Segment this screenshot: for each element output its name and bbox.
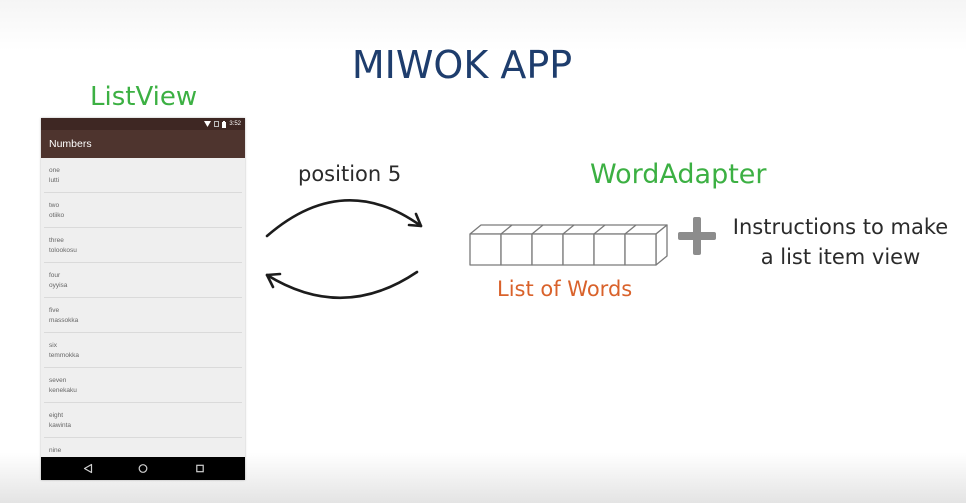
array-cell xyxy=(624,233,657,266)
list-item[interactable]: seven kenekaku xyxy=(44,368,242,403)
listview-label: ListView xyxy=(90,82,198,112)
position-label: position 5 xyxy=(298,162,402,186)
plus-icon xyxy=(678,217,716,255)
adapter-instructions: Instructions to make a list item view xyxy=(728,212,953,272)
list-item[interactable]: two otiiko xyxy=(44,193,242,228)
instructions-line: a list item view xyxy=(760,245,921,269)
list-item[interactable]: three tolookosu xyxy=(44,228,242,263)
array-cell xyxy=(562,233,595,266)
array-label: List of Words xyxy=(497,277,633,301)
arrow-to-adapter xyxy=(265,199,423,238)
array-top-divider xyxy=(531,224,544,235)
array-cell xyxy=(531,233,564,266)
array-cell xyxy=(500,233,533,266)
word-miwok-translation: kenekaku xyxy=(49,387,77,394)
app-bar: Numbers xyxy=(41,130,245,158)
word-list[interactable]: one lutti two otiiko three tolookosu fou… xyxy=(41,158,245,457)
phone-mockup: 3:52 Numbers one lutti two otiiko three … xyxy=(41,118,245,480)
diagram-title: MIWOK APP xyxy=(351,43,573,87)
home-icon[interactable] xyxy=(138,463,148,474)
word-default-translation: three xyxy=(49,237,64,244)
array-side-face xyxy=(655,224,668,266)
arrow-from-adapter xyxy=(265,270,419,300)
word-default-translation: four xyxy=(49,272,61,279)
word-default-translation: two xyxy=(49,202,60,209)
word-default-translation: nine xyxy=(49,447,62,454)
list-item[interactable]: nine xyxy=(44,438,242,457)
word-default-translation: eight xyxy=(49,412,64,419)
word-default-translation: five xyxy=(49,307,60,314)
word-default-translation: six xyxy=(49,342,57,349)
signal-icon xyxy=(214,121,220,127)
word-miwok-translation: otiiko xyxy=(49,212,65,219)
array-top-divider xyxy=(562,224,575,235)
instructions-line: Instructions to make xyxy=(732,215,949,239)
list-item[interactable]: six temmokka xyxy=(44,333,242,368)
array-top-face xyxy=(469,224,668,235)
status-bar: 3:52 xyxy=(41,118,245,130)
word-miwok-translation: massokka xyxy=(49,317,79,324)
word-miwok-translation: oyyisa xyxy=(49,282,68,289)
array-cell xyxy=(469,233,502,266)
array-top-divider xyxy=(500,224,513,235)
adapter-title: WordAdapter xyxy=(590,159,767,190)
list-item[interactable]: five massokka xyxy=(44,298,242,333)
list-item[interactable]: one lutti xyxy=(44,158,242,193)
array-top-divider xyxy=(624,224,637,235)
array-top-divider xyxy=(593,224,606,235)
word-miwok-translation: temmokka xyxy=(49,352,79,359)
word-miwok-translation: tolookosu xyxy=(49,247,77,254)
word-default-translation: one xyxy=(49,167,60,174)
word-miwok-translation: kawinta xyxy=(49,422,72,429)
word-array xyxy=(469,224,668,266)
recents-icon[interactable] xyxy=(195,463,205,474)
list-item[interactable]: eight kawinta xyxy=(44,403,242,438)
status-time: 3:52 xyxy=(229,121,241,127)
back-icon[interactable] xyxy=(83,463,93,474)
list-item[interactable]: four oyyisa xyxy=(44,263,242,298)
word-miwok-translation: lutti xyxy=(49,177,60,184)
word-default-translation: seven xyxy=(49,377,67,384)
array-cell xyxy=(593,233,626,266)
app-bar-title: Numbers xyxy=(49,138,92,150)
battery-icon xyxy=(222,120,227,128)
navigation-bar xyxy=(41,457,245,480)
wifi-icon xyxy=(204,121,212,127)
